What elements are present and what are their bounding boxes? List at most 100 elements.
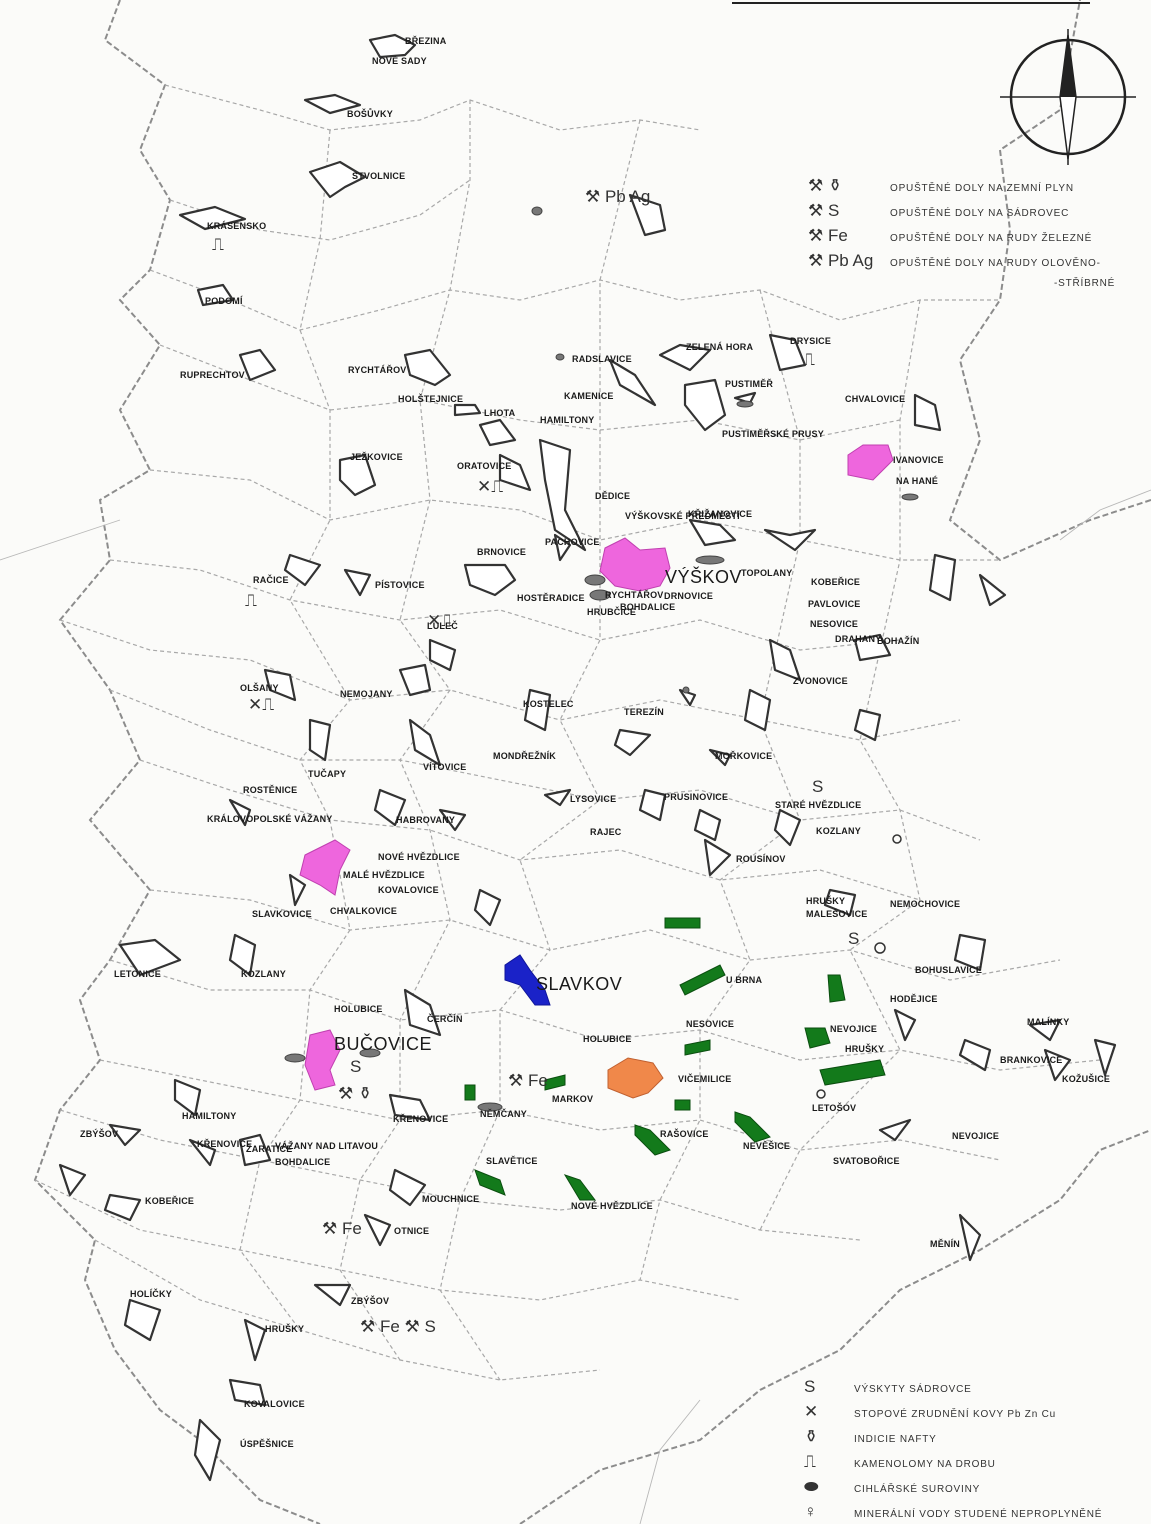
place-label: TEREZÍN	[624, 707, 664, 717]
place-label: VIČEMILICE	[678, 1074, 732, 1084]
place-label: STARÉ HVĚZDLICE	[775, 800, 862, 810]
place-label: KAMENICE	[564, 391, 614, 401]
place-label: RADSLAVICE	[572, 354, 632, 364]
place-label: HRUŠKY	[806, 896, 846, 906]
mineral-symbol: ✕⎍	[248, 695, 275, 714]
place-label: SVATOBOŘICE	[833, 1156, 900, 1166]
place-label: BOHAŽÍN	[877, 636, 920, 646]
place-label: KOBEŘICE	[811, 577, 861, 587]
place-label: LHOTA	[484, 408, 516, 418]
place-label: ORATOVICE	[457, 461, 512, 471]
place-label: HABROVANY	[396, 815, 456, 825]
clay-deposits	[464, 917, 886, 1201]
place-label: RAČICE	[253, 575, 289, 585]
place-label: KOBEŘICE	[145, 1196, 195, 1206]
ivanovice-area	[847, 444, 894, 481]
place-label: NESOVICE	[810, 619, 859, 629]
place-label: NOVÉ SADY	[372, 56, 427, 66]
place-label: JEŽKOVICE	[350, 452, 403, 462]
place-label: HOSTĚRADICE	[517, 593, 585, 603]
place-label: RAJEC	[590, 827, 622, 837]
mineral-symbol: ⎍	[803, 350, 815, 369]
legend-text: KAMENOLOMY NA DROBU	[854, 1459, 996, 1470]
place-label: CHVALOVICE	[845, 394, 906, 404]
place-label: VÍTOVICE	[423, 762, 467, 772]
place-label: BOHDALICE	[620, 602, 676, 612]
legend-text: OPUŠTĚNÉ DOLY NA ZEMNÍ PLYN	[890, 183, 1074, 194]
place-label: BOŠŮVKY	[347, 109, 393, 119]
place-label: PUSTIMĚŘ	[725, 379, 774, 389]
place-label: HAMILTONY	[540, 415, 595, 425]
place-label: HODĚJICE	[890, 994, 938, 1004]
legend-text: OPUŠTĚNÉ DOLY NA RUDY OLOVĚNO-	[890, 258, 1101, 269]
place-label: NOVÉ HVĚZDLICE	[571, 1201, 653, 1211]
place-label: HRUŠKY	[845, 1044, 885, 1054]
place-label: KOŽUŠICE	[1062, 1074, 1111, 1084]
place-label: KŘIŽANOVICE	[688, 509, 753, 519]
mineral-symbol: ✕⎍	[427, 611, 454, 630]
place-label: TUČAPY	[308, 769, 347, 779]
legend-row: ⚱INDICIE NAFTY	[804, 1428, 937, 1445]
place-label: NĚMČANY	[480, 1109, 527, 1119]
place-label: MOUCHNICE	[422, 1194, 480, 1204]
place-label: ZELENÁ HORA	[686, 342, 754, 352]
legend-row: ♀MINERÁLNÍ VODY STUDENÉ NEPROPLYNĚNÉ	[804, 1503, 1102, 1520]
legend-row: -STŘÍBRNÉ	[972, 279, 1115, 289]
place-label: MARKOV	[552, 1094, 594, 1104]
place-label: U BRNA	[726, 975, 763, 985]
place-label: ČERČÍN	[427, 1014, 463, 1024]
place-label: HRUŠKY	[265, 1324, 305, 1334]
mineral-symbol: S	[848, 929, 860, 948]
place-label: MALEŠOVICE	[806, 909, 868, 919]
place-label: MĚNÍN	[930, 1239, 960, 1249]
vyskov-area	[599, 537, 671, 592]
place-label: SLAVĚTICE	[486, 1156, 538, 1166]
place-label: SLAVKOVICE	[252, 909, 312, 919]
mineral-symbol: S	[350, 1057, 362, 1076]
place-label: NESOVICE	[686, 1019, 735, 1029]
place-label: IVANOVICE	[893, 455, 944, 465]
place-label: NOVÉ HVĚZDLICE	[378, 852, 460, 862]
place-label: VÝŠKOVSKÉ PŘEDMĚSTÍ	[625, 511, 740, 521]
place-label: PRUSINOVICE	[664, 792, 729, 802]
legend-row: ⎍KAMENOLOMY NA DROBU	[804, 1453, 996, 1470]
legend-text: INDICIE NAFTY	[854, 1434, 937, 1445]
legend-text: VÝSKYTY SÁDROVCE	[854, 1384, 972, 1395]
legend-row: ⬬CIHLÁŘSKÉ SUROVINY	[804, 1478, 980, 1495]
place-label: HAMILTONY	[182, 1111, 237, 1121]
place-label: HOLŠTEJNICE	[398, 394, 464, 404]
place-label: ZBÝŠOV	[351, 1296, 390, 1306]
place-label: STVOLNICE	[352, 171, 406, 181]
place-label: RYCHTÁŘOV	[348, 365, 407, 375]
legend-row: ⚒ ⚱ OPUŠTĚNÉ DOLY NA ZEMNÍ PLYN	[808, 177, 1074, 194]
place-label: RUPRECHTOV	[180, 370, 245, 380]
place-label: KOVALOVICE	[378, 885, 439, 895]
place-label: KOVALOVICE	[244, 1399, 305, 1409]
place-label: ZVONOVICE	[793, 676, 848, 686]
place-label: BOHUSLAVICE	[915, 965, 983, 975]
place-label: CHVALKOVICE	[330, 906, 398, 916]
place-label: BŘEZINA	[405, 36, 447, 46]
settlement-outlines	[58, 33, 1117, 1482]
place-label: MALÉ HVĚZDLICE	[343, 870, 425, 880]
place-label: ÚSPĚŠNICE	[240, 1439, 294, 1449]
legend-symbol: ⬬	[804, 1477, 819, 1496]
place-label: KŘENOVICE	[393, 1114, 449, 1124]
place-label: BRNOVICE	[477, 547, 527, 557]
place-label: HRUBČICE	[587, 607, 637, 617]
place-label: PACHOVICE	[545, 537, 600, 547]
place-label: KOZLANY	[816, 826, 861, 836]
mineral-symbol: ⚒ Fe ⚒ S	[360, 1317, 436, 1336]
place-label: HOLUBICE	[583, 1034, 632, 1044]
bucovice-area	[607, 1057, 664, 1099]
place-label: HOLÍČKY	[130, 1289, 172, 1299]
place-label: ZBÝŠOV	[80, 1129, 119, 1139]
place-label: ROSTĚNICE	[243, 785, 298, 795]
legend-symbol: ⚒ ⚱	[808, 176, 843, 195]
mineral-symbol: ⚒ Pb Ag	[585, 187, 651, 206]
place-label: DRYSICE	[790, 336, 832, 346]
